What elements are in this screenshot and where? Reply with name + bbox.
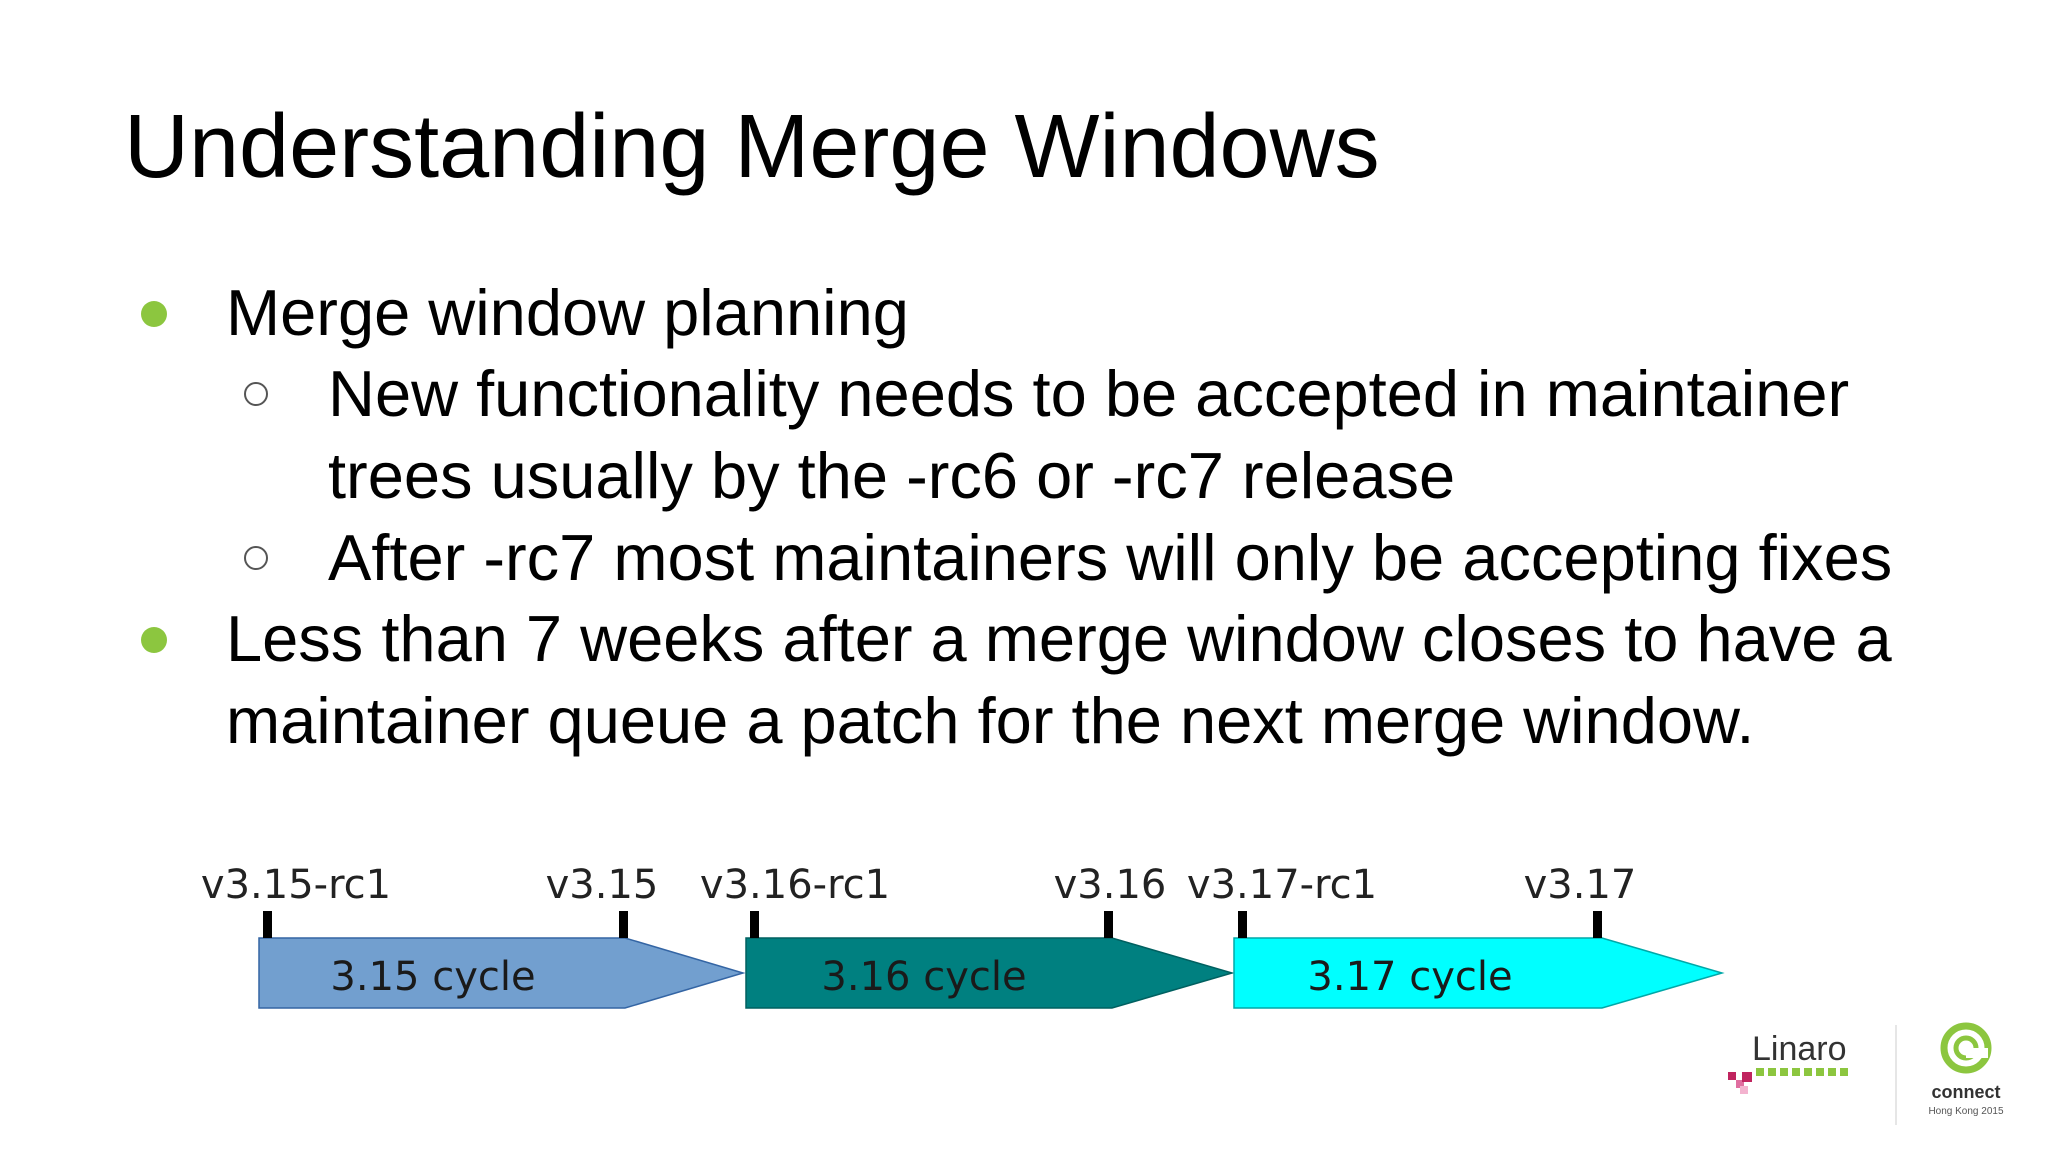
cycle-arrow bbox=[258, 937, 746, 1009]
sub-bullet-text-cont: trees usually by the -rc6 or -rc7 releas… bbox=[328, 439, 1456, 512]
cycle-label: 3.16 cycle bbox=[821, 954, 1026, 1000]
end-tag: v3.17 bbox=[1524, 862, 1637, 908]
cycle-3-15: 3.15 cycle v3.15-rc1 v3.15 bbox=[201, 862, 746, 1009]
bullet-text: Less than 7 weeks after a merge window c… bbox=[226, 602, 1892, 675]
cycle-arrow bbox=[1233, 937, 1725, 1009]
tick-mark bbox=[1593, 911, 1602, 938]
bullet-dot-icon bbox=[141, 627, 167, 653]
cycle-3-17: 3.17 cycle v3.17-rc1 v3.17 bbox=[1187, 862, 1725, 1009]
tick-mark bbox=[263, 911, 272, 938]
bullet-text-cont: maintainer queue a patch for the next me… bbox=[226, 684, 1755, 757]
cycle-arrow bbox=[745, 937, 1235, 1009]
connect-wordmark: connect bbox=[1931, 1082, 2000, 1102]
sub-bullet-text: New functionality needs to be accepted i… bbox=[328, 357, 1850, 430]
sub-bullet-ring-icon bbox=[244, 382, 268, 406]
cycle-label: 3.17 cycle bbox=[1307, 954, 1512, 1000]
start-tag: v3.17-rc1 bbox=[1187, 862, 1377, 908]
slide-title: Understanding Merge Windows bbox=[124, 97, 1380, 197]
linaro-logo: Linaro bbox=[1728, 1030, 1848, 1094]
start-tag: v3.15-rc1 bbox=[201, 862, 391, 908]
tick-mark bbox=[619, 911, 628, 938]
tick-mark bbox=[1104, 911, 1113, 938]
start-tag: v3.16-rc1 bbox=[700, 862, 890, 908]
sub-bullet-text: After -rc7 most maintainers will only be… bbox=[328, 521, 1893, 594]
event-label: Hong Kong 2015 bbox=[1928, 1106, 2004, 1117]
cycle-3-16: 3.16 cycle v3.16-rc1 v3.16 bbox=[700, 862, 1235, 1009]
connect-logo: connect Hong Kong 2015 bbox=[1928, 1022, 2004, 1117]
linaro-wordmark: Linaro bbox=[1752, 1030, 1847, 1068]
bullet-dot-icon bbox=[141, 301, 167, 327]
sub-bullet-ring-icon bbox=[244, 546, 268, 570]
bullet-text: Merge window planning bbox=[226, 276, 909, 349]
footer-logos: Linaro connect Hong Kong 2015 bbox=[1728, 1022, 2004, 1125]
cycle-label: 3.15 cycle bbox=[330, 954, 535, 1000]
tick-mark bbox=[750, 911, 759, 938]
end-tag: v3.15 bbox=[546, 862, 659, 908]
end-tag: v3.16 bbox=[1054, 862, 1167, 908]
tick-mark bbox=[1238, 911, 1247, 938]
